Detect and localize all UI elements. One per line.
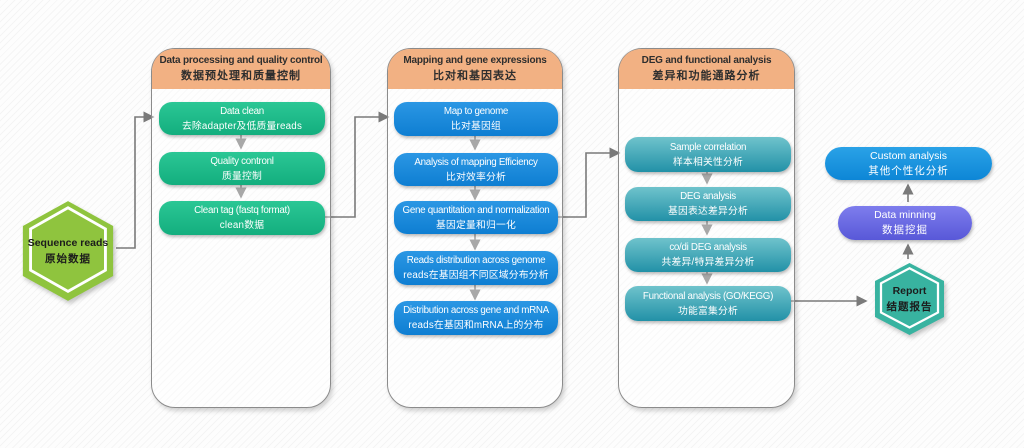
- step-label-zh: 共差异/特异差异分析: [661, 257, 755, 268]
- start-node-label: Sequence reads 原始数据: [20, 199, 116, 303]
- report-label-en: Report: [892, 284, 927, 297]
- step-codi-deg-analysis: co/di DEG analysis 共差异/特异差异分析: [625, 238, 791, 272]
- step-label-en: Map to genome: [443, 106, 509, 117]
- column-header-mapping: Mapping and gene expressions 比对和基因表达: [388, 49, 562, 89]
- start-node-label-en: Sequence reads: [27, 236, 109, 249]
- step-data-clean: Data clean 去除adapter及低质量reads: [159, 102, 325, 135]
- step-reads-distribution-genome: Reads distribution across genome reads在基…: [394, 251, 558, 285]
- step-distribution-gene-mrna: Distribution across gene and mRNA reads在…: [394, 301, 558, 335]
- step-label-en: Data clean: [220, 105, 264, 117]
- column-data-processing: Data processing and quality control 数据预处…: [151, 48, 331, 408]
- node-custom-analysis: Custom analysis 其他个性化分析: [825, 147, 992, 180]
- hexagon-shape: [875, 263, 944, 335]
- connector-quantitation-to-correlation: [557, 147, 621, 218]
- column-header-deg: DEG and functional analysis 差异和功能通路分析: [619, 49, 794, 89]
- step-label-en: Reads distribution across genome: [406, 255, 546, 266]
- step-label-en: Gene quantitation and normalization: [402, 204, 550, 216]
- step-label-zh: 质量控制: [222, 170, 262, 182]
- step-label-en: Clean tag (fastq format): [194, 205, 290, 216]
- step-sample-correlation: Sample correlation 样本相关性分析: [625, 137, 791, 172]
- node-label-en: Data minning: [874, 209, 936, 221]
- column-header-zh: 比对和基因表达: [433, 70, 517, 82]
- step-label-en: Functional analysis (GO/KEGG): [642, 290, 774, 302]
- node-report: Report 结题报告: [872, 261, 947, 337]
- step-label-en: Analysis of mapping Efficiency: [414, 156, 538, 168]
- node-data-mining: Data minning 数据挖掘: [838, 206, 972, 240]
- node-label-zh: 其他个性化分析: [868, 164, 949, 177]
- column-header-zh: 差异和功能通路分析: [652, 70, 761, 82]
- step-label-en: Sample correlation: [669, 141, 747, 153]
- start-node-sequence-reads: Sequence reads 原始数据: [20, 199, 116, 303]
- node-label-zh: 数据挖掘: [882, 224, 928, 236]
- report-node-label: Report 结题报告: [872, 261, 947, 337]
- column-deg-functional: DEG and functional analysis 差异和功能通路分析 Sa…: [618, 48, 795, 408]
- node-label-en: Custom analysis: [869, 149, 948, 162]
- step-gene-quantitation: Gene quantitation and normalization 基因定量…: [394, 201, 558, 234]
- step-label-zh: 基因表达差异分析: [668, 206, 748, 217]
- column-mapping-expression: Mapping and gene expressions 比对和基因表达 Map…: [387, 48, 563, 408]
- step-clean-tag: Clean tag (fastq format) clean数据: [159, 201, 325, 235]
- column-header-en: DEG and functional analysis: [641, 55, 772, 66]
- step-label-en: co/di DEG analysis: [669, 242, 747, 253]
- step-label-zh: 功能富集分析: [678, 305, 738, 317]
- step-label-zh: 基因定量和归一化: [436, 219, 516, 231]
- start-node-label-zh: 原始数据: [45, 252, 91, 265]
- hexagon-shape: [22, 201, 114, 301]
- step-label-en: Quality contronl: [210, 155, 274, 167]
- step-map-to-genome: Map to genome 比对基因组: [394, 102, 558, 136]
- column-header-data-processing: Data processing and quality control 数据预处…: [152, 49, 330, 89]
- step-label-zh: 比对效率分析: [446, 171, 506, 183]
- step-label-en: DEG analysis: [680, 191, 736, 202]
- step-label-zh: 比对基因组: [451, 121, 501, 132]
- step-label-zh: reads在基因组不同区域分布分析: [403, 270, 549, 281]
- step-label-zh: clean数据: [219, 220, 265, 231]
- step-label-en: Distribution across gene and mRNA: [403, 305, 549, 316]
- report-label-zh: 结题报告: [886, 300, 933, 313]
- step-label-zh: 去除adapter及低质量reads: [181, 120, 303, 132]
- step-label-zh: reads在基因和mRNA上的分布: [408, 320, 544, 331]
- step-label-zh: 样本相关性分析: [673, 156, 743, 168]
- step-functional-analysis: Functional analysis (GO/KEGG) 功能富集分析: [625, 286, 791, 321]
- step-deg-analysis: DEG analysis 基因表达差异分析: [625, 187, 791, 221]
- column-header-en: Mapping and gene expressions: [403, 55, 547, 66]
- step-quality-control: Quality contronl 质量控制: [159, 152, 325, 185]
- step-mapping-efficiency: Analysis of mapping Efficiency 比对效率分析: [394, 153, 558, 186]
- column-header-en: Data processing and quality control: [159, 55, 323, 66]
- column-header-zh: 数据预处理和质量控制: [181, 70, 301, 82]
- connector-start-to-dataclean: [116, 111, 155, 249]
- connector-cleantag-to-map: [324, 111, 390, 218]
